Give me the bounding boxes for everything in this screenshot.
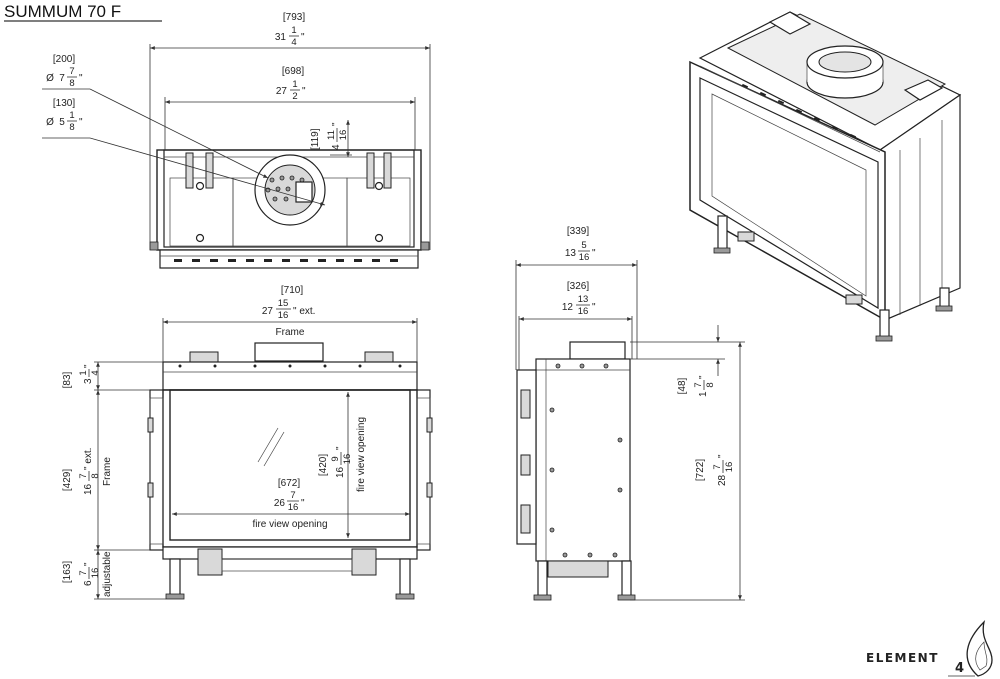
svg-text:1: 1 (69, 110, 74, 121)
svg-text:": " (302, 86, 306, 97)
front-view: [710] 27 15 16 " ext. Frame [672] 26 7 1… (62, 285, 433, 600)
svg-text:3: 3 (83, 378, 94, 384)
svg-text:": " (592, 248, 596, 259)
svg-text:Ø: Ø (46, 117, 54, 128)
dim-collar-height-mm: [48] (677, 377, 688, 394)
svg-text:1: 1 (292, 79, 297, 90)
svg-text:": " (83, 364, 94, 368)
label-frame-height: Frame (102, 457, 113, 486)
svg-text:31: 31 (275, 32, 287, 43)
svg-text:11: 11 (326, 130, 337, 140)
svg-text:7: 7 (290, 490, 295, 501)
dim-top-band-mm: [83] (62, 371, 73, 388)
dim-frame-width-mm: [710] (281, 285, 303, 296)
top-view: [793] 31 1 4 " [698] 27 1 2 " [200] Ø 7 … (42, 12, 431, 269)
svg-text:" ext.: " ext. (293, 306, 315, 317)
svg-text:16: 16 (90, 568, 101, 579)
svg-text:4: 4 (291, 37, 296, 48)
svg-text:6: 6 (83, 580, 94, 586)
svg-text:1: 1 (698, 391, 709, 397)
svg-text:7: 7 (712, 464, 723, 469)
svg-text:7: 7 (78, 473, 89, 478)
leader-flue-outer (89, 88, 269, 179)
dim-legs-mm: [163] (62, 561, 73, 583)
drawing-title: SUMMUM 70 F (4, 2, 121, 21)
isometric-view (689, 11, 962, 342)
svg-text:": " (717, 454, 728, 458)
brand-logo: ELEMENT 4 (866, 619, 993, 677)
svg-text:7: 7 (693, 382, 704, 387)
svg-text:15: 15 (278, 298, 289, 309)
dim-frame-height-mm: [429] (62, 469, 73, 491)
label-frame-width: Frame (276, 327, 305, 338)
svg-text:" ext.: " ext. (83, 448, 94, 470)
svg-text:7: 7 (59, 73, 65, 84)
svg-text:8: 8 (69, 78, 74, 89)
svg-text:27: 27 (276, 86, 288, 97)
side-view: [339] 13 5 16 " [326] 12 13 16 " [48] 1 … (515, 226, 745, 601)
fire-view-opening (169, 389, 411, 541)
svg-text:": " (698, 375, 709, 379)
svg-text:8: 8 (705, 382, 716, 387)
svg-text:1: 1 (78, 370, 89, 375)
dim-overall-height-mm: [722] (695, 459, 706, 481)
svg-text:": " (592, 302, 596, 313)
dim-overall-width-mm: [793] (283, 12, 305, 23)
svg-text:Ø: Ø (46, 73, 54, 84)
svg-text:16: 16 (342, 454, 353, 465)
dim-fire-width-mm: [672] (278, 478, 300, 489)
svg-text:12: 12 (562, 302, 574, 313)
label-adjustable: adjustable (102, 551, 113, 597)
svg-text:16: 16 (83, 483, 94, 495)
label-fire-height: fire view opening (356, 417, 367, 492)
svg-text:26: 26 (274, 498, 286, 509)
svg-text:": " (301, 32, 305, 43)
dim-fire-height-mm: [420] (318, 454, 329, 476)
svg-text:16: 16 (724, 462, 735, 473)
svg-text:": " (79, 73, 83, 84)
svg-text:9: 9 (330, 456, 341, 461)
svg-text:7: 7 (69, 66, 74, 77)
svg-text:16: 16 (335, 466, 346, 478)
side-view-body (535, 358, 631, 562)
dim-inner-width-mm: [698] (282, 66, 304, 77)
svg-text:1: 1 (291, 25, 296, 36)
svg-text:16: 16 (578, 306, 589, 317)
flame-icon (966, 619, 993, 677)
svg-text:4: 4 (90, 370, 101, 375)
svg-text:13: 13 (565, 248, 577, 259)
svg-text:7: 7 (78, 570, 89, 575)
svg-text:5: 5 (581, 240, 586, 251)
svg-text:": " (79, 117, 83, 128)
svg-text:": " (331, 122, 342, 126)
svg-text:16: 16 (288, 502, 299, 513)
svg-text:16: 16 (278, 310, 289, 321)
svg-text:4: 4 (331, 144, 342, 150)
svg-text:28: 28 (717, 474, 728, 486)
svg-text:8: 8 (69, 122, 74, 133)
label-fire-width: fire view opening (252, 519, 327, 530)
brand-name: ELEMENT (866, 651, 939, 665)
dim-flue-outer-mm: [200] (53, 54, 75, 65)
front-view-collar (254, 342, 324, 362)
brand-sub: 4 (955, 661, 966, 676)
front-view-frame (149, 389, 431, 551)
svg-text:27: 27 (262, 306, 274, 317)
dim-body-depth-mm: [326] (567, 281, 589, 292)
svg-text:13: 13 (578, 294, 589, 305)
svg-text:16: 16 (579, 252, 590, 263)
dim-flue-offset-mm: [119] (310, 128, 321, 150)
svg-text:8: 8 (90, 473, 101, 478)
svg-text:": " (301, 498, 305, 509)
dim-flue-inner-mm: [130] (53, 98, 75, 109)
svg-text:5: 5 (59, 117, 65, 128)
dim-overall-depth-mm: [339] (567, 226, 589, 237)
svg-text:2: 2 (292, 91, 297, 102)
svg-text:16: 16 (338, 130, 349, 141)
side-view-collar (569, 341, 626, 360)
leader-flue-inner (89, 137, 326, 206)
svg-text:": " (335, 446, 346, 450)
svg-text:": " (83, 562, 94, 566)
